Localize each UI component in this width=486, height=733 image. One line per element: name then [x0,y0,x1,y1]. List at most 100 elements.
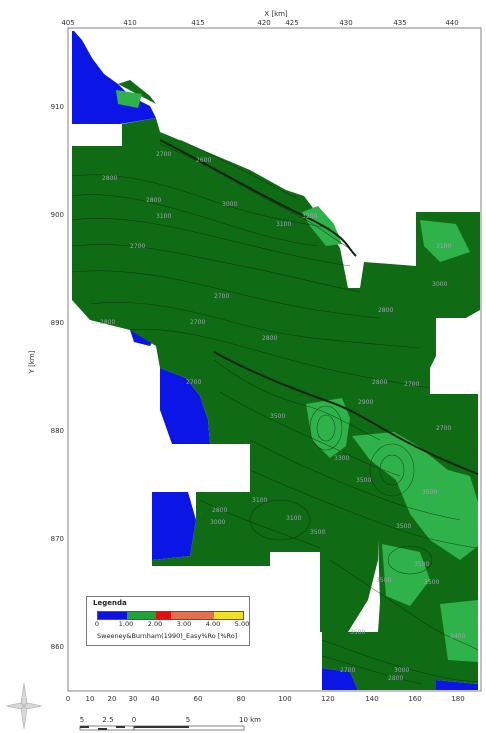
contour-label: 2700 [190,319,205,326]
contour-lines [71,139,479,685]
contour-label: 2700 [340,667,355,674]
contour-line [71,244,361,293]
legend-swatch-green [127,612,156,619]
bottom-axis: 0 10 20 30 40 60 80 100 120 140 160 180 [66,695,465,703]
contour-line [129,329,431,389]
contour-line [249,469,477,549]
contour-ring [369,443,415,497]
blue-area-bottom [322,668,358,690]
contour-line [71,270,381,319]
contour-line [159,143,353,251]
scale-label: 5 [186,716,190,724]
legend-tick: 5.00 [234,620,250,628]
contour-label: 2800 [102,175,117,182]
contour-line [199,499,321,549]
bottom-tick: 20 [108,695,117,703]
contour-label: 3000 [210,519,225,526]
bottom-tick: 0 [66,695,70,703]
top-tick: 430 [339,19,352,27]
bottom-tick: 120 [321,695,334,703]
left-tick: 870 [51,535,64,543]
contour-ring [309,405,343,451]
green-area-right-bottom [440,600,478,662]
contour-ring [249,499,311,541]
contour-line [219,391,401,477]
compass-icon [6,683,42,729]
bottom-tick: 10 [86,695,95,703]
contour-label: 3100 [156,213,171,220]
bottom-tick: 100 [278,695,291,703]
contour-label: 2900 [358,399,373,406]
bottom-tick: 40 [151,695,160,703]
contour-ring [316,414,336,442]
contour-label: 2800 [262,335,277,342]
legend-ticks: 0 1.00 2.00 3.00 4.00 5.00 [95,620,249,629]
contour-label: 2700 [214,293,229,300]
top-tick: 410 [123,19,136,27]
contour-label: 2600 [196,157,211,164]
legend-swatch-blue [98,612,127,619]
contour-line [329,559,479,651]
top-tick: 420 [257,19,270,27]
legend-swatch-salmon [170,612,214,619]
y-axis-title: Y [km] [28,350,36,374]
legend-title: Legenda [93,599,127,607]
contour-label: 3400 [450,633,465,640]
contour-label: 3500 [414,561,429,568]
blue-area-bottom-right [436,680,478,690]
fault-line [159,139,357,257]
scale-bar: 5 2.5 0 5 10 km [79,716,261,731]
scale-label: 10 km [239,716,261,724]
contour-line [71,174,331,229]
contour-label: 3500 [422,489,437,496]
legend-color-bar [97,611,244,620]
legend: Legenda 0 1.00 2.00 3.00 4.00 5.00 Sween… [86,596,250,646]
left-tick: 900 [51,211,64,219]
top-tick: 435 [393,19,406,27]
left-axis: Y [km] 910 900 890 880 870 860 [28,103,64,651]
contour-label: 3500 [396,523,411,530]
contour-label: 2700 [436,425,451,432]
contour-line [213,359,381,441]
left-tick: 880 [51,427,64,435]
contour-label: 3500 [376,577,391,584]
fault-line [213,351,479,475]
contour-ring [379,454,405,486]
top-tick: 415 [191,19,204,27]
contour-label: 3000 [222,201,237,208]
high-maturity-areas [116,90,478,662]
scale-label: 0 [132,716,136,724]
contour-label: 3000 [432,281,447,288]
left-tick: 860 [51,643,64,651]
bottom-tick: 80 [237,695,246,703]
contour-label: 3500 [310,529,325,536]
green-area-southeast [352,432,478,560]
contour-line [249,439,461,521]
contour-line [71,218,351,267]
blue-area-lower-left [152,492,196,560]
contour-label: 2700 [130,243,145,250]
legend-swatch-red [156,612,171,619]
top-axis: X [km] 405 410 415 420 425 430 435 440 [61,10,458,27]
x-axis-title: X [km] [264,10,288,18]
contour-label: 3500 [350,629,365,636]
contour-label: 3200 [302,213,317,220]
contour-label: 3300 [334,455,349,462]
left-tick: 890 [51,319,64,327]
legend-tick: 1.00 [118,620,134,628]
contour-label: 2700 [186,379,201,386]
contour-label: 3100 [252,497,267,504]
bottom-tick: 140 [365,695,378,703]
top-tick: 405 [61,19,74,27]
contour-label: 2800 [212,507,227,514]
contour-labels: 2700 2600 2800 2800 3000 3100 3100 3200 … [100,151,465,682]
contour-label: 3500 [356,477,371,484]
contour-label: 3000 [394,667,409,674]
green-area-south [382,544,430,606]
bottom-tick: 160 [408,695,421,703]
contour-label: 2800 [100,319,115,326]
contour-label: 2800 [146,197,161,204]
legend-tick: 4.00 [205,620,221,628]
top-tick: 425 [285,19,298,27]
